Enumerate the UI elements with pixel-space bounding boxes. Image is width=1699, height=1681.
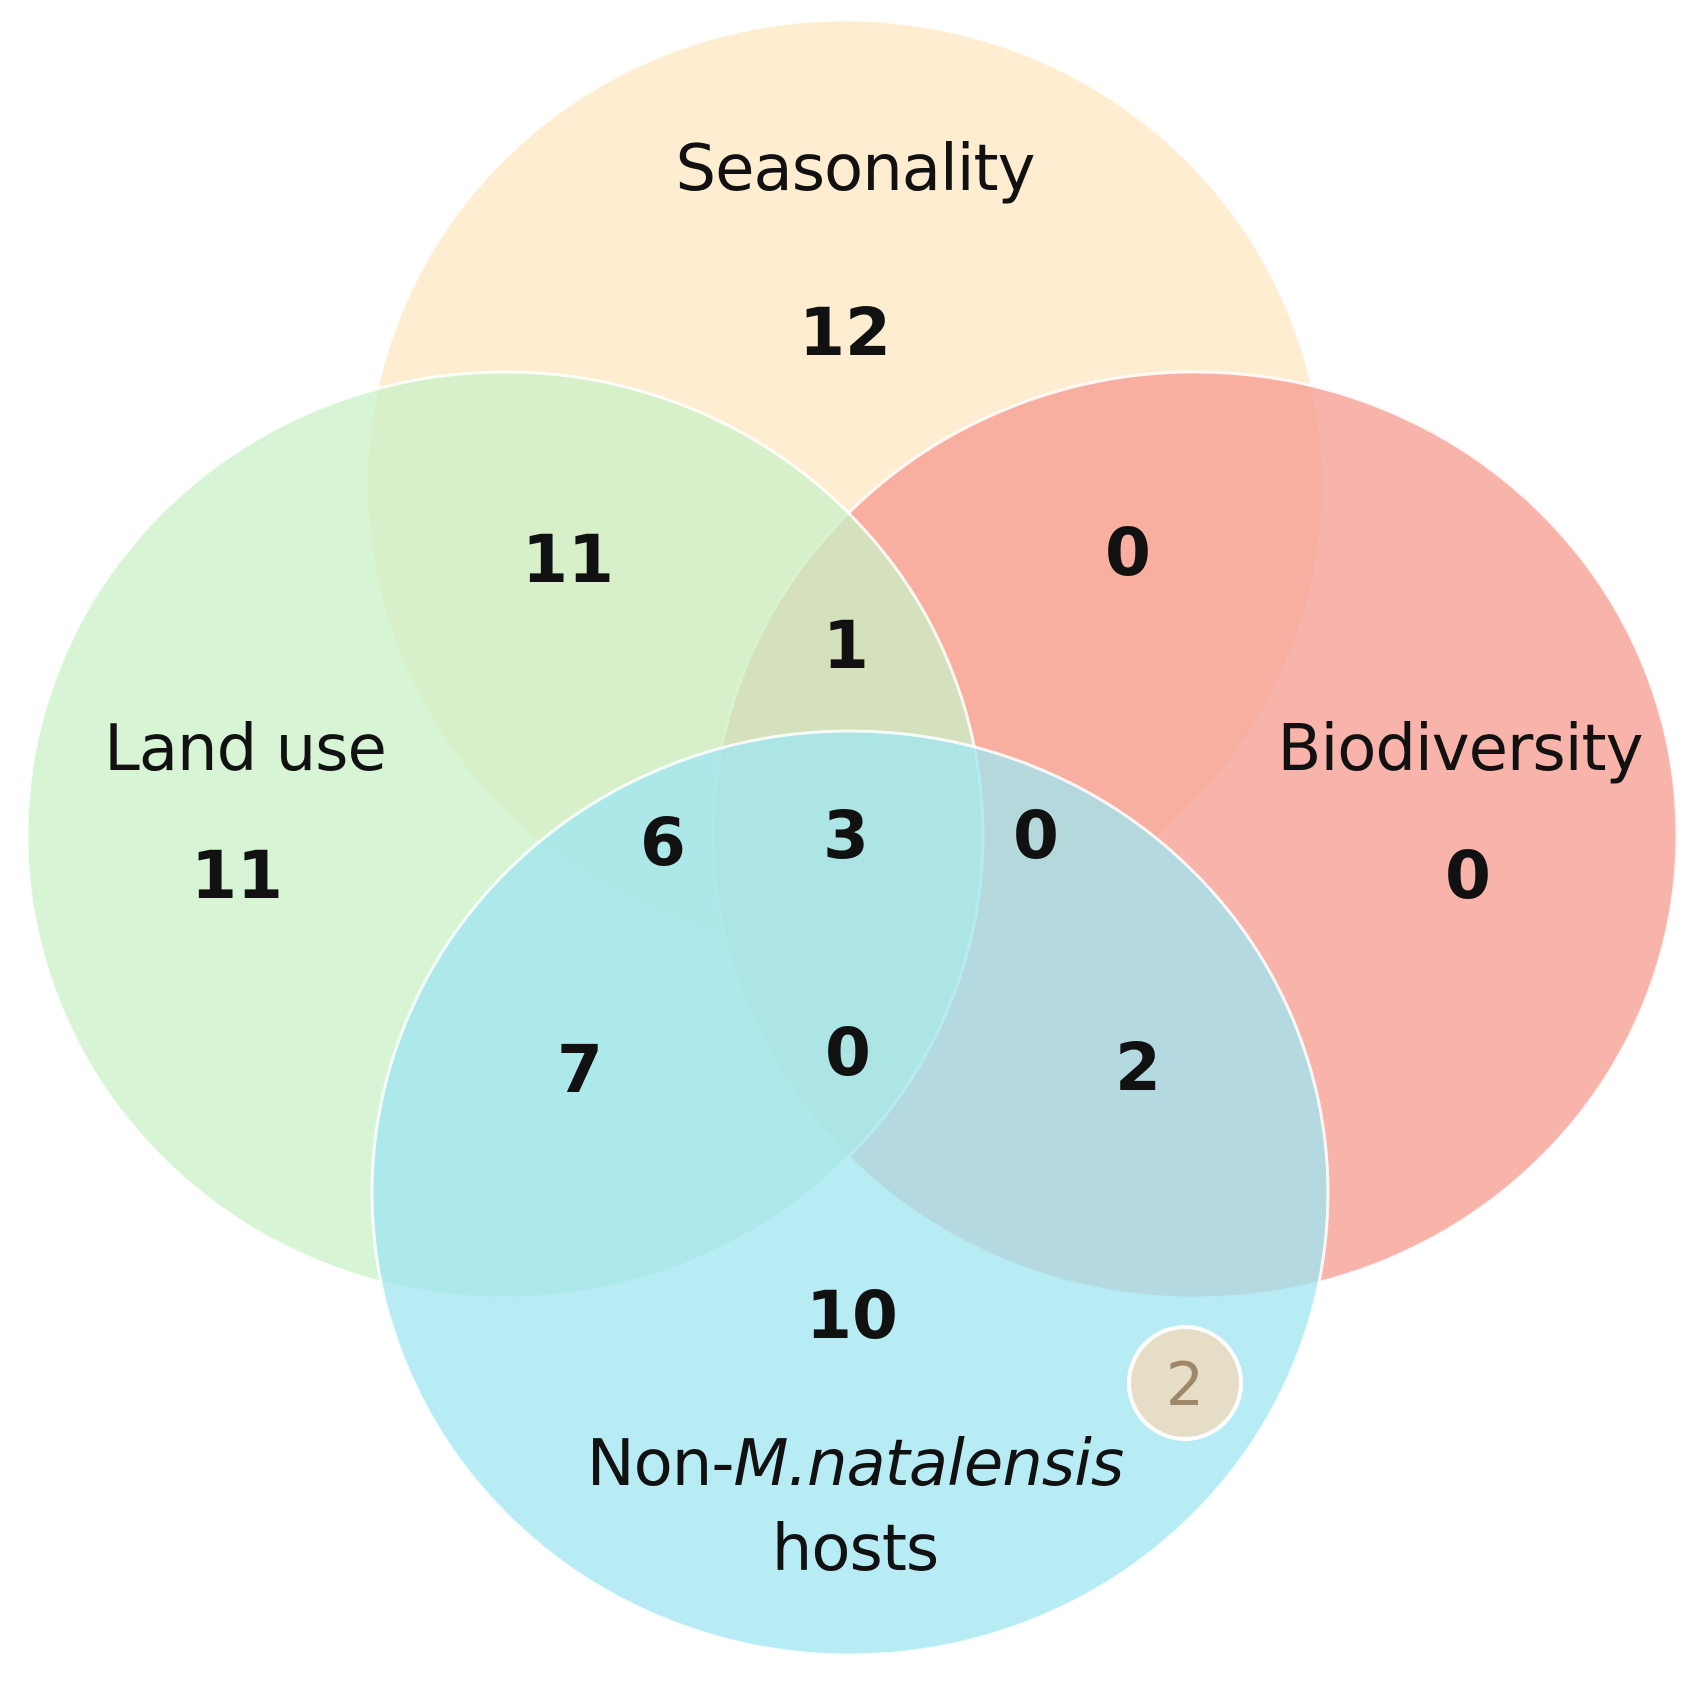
biodiversity-label: Biodiversity (1278, 712, 1643, 786)
count-seasonality-only: 12 (799, 294, 891, 371)
badge: 2 (1127, 1325, 1243, 1441)
land-use-label: Land use (104, 712, 386, 786)
non-host-set-ellipse (370, 729, 1330, 1657)
count-non-host-only: 10 (806, 1277, 898, 1354)
count-seasonality-biodiversity-non-host: 0 (1013, 797, 1059, 874)
count-seasonality-land-use-non-host: 6 (640, 804, 686, 881)
badge-value: 2 (1166, 1350, 1204, 1420)
non-host-label-line1: Non-M.natalensis (587, 1427, 1124, 1501)
non-host-label-species: M.natalensis (733, 1427, 1123, 1501)
count-land-use-only: 11 (191, 837, 283, 914)
count-seasonality-land-use-biodiversity: 1 (823, 607, 869, 684)
count-land-use-non-host: 7 (557, 1031, 603, 1108)
count-all-four: 3 (823, 797, 869, 874)
badge-circle (1127, 1325, 1243, 1441)
non-host-label-prefix: Non- (587, 1427, 734, 1501)
non-host-label-line2: hosts (772, 1512, 939, 1586)
count-seasonality-biodiversity: 0 (1105, 514, 1151, 591)
count-biodiversity-only: 0 (1445, 837, 1491, 914)
count-seasonality-land-use: 11 (522, 521, 614, 598)
count-biodiversity-non-host: 2 (1115, 1029, 1161, 1106)
count-land-use-biodiversity-non-host: 0 (825, 1014, 871, 1091)
seasonality-label: Seasonality (675, 132, 1034, 206)
